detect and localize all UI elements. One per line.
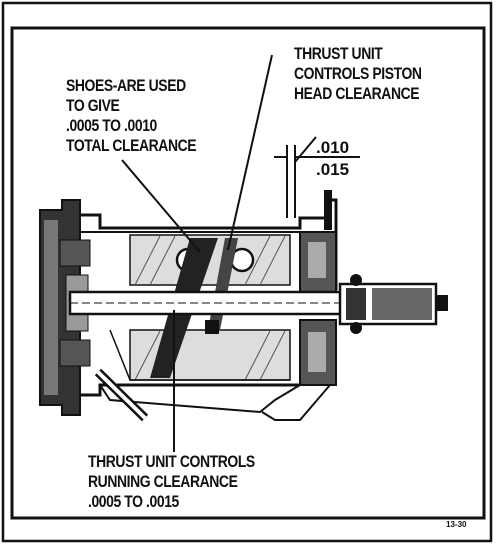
clearance-dimension-markers bbox=[274, 136, 360, 218]
leader-lines bbox=[121, 54, 273, 452]
shoes-clearance-label: SHOES-ARE USED TO GIVE .0005 TO .0010 TO… bbox=[66, 76, 197, 156]
shoes-label-line-1: SHOES-ARE USED bbox=[66, 76, 186, 95]
piston-label-line-2: CONTROLS PISTON bbox=[294, 64, 422, 83]
running-clearance-label: THRUST UNIT CONTROLS RUNNING CLEARANCE .… bbox=[88, 452, 255, 512]
piston-label-line-1: THRUST UNIT bbox=[294, 44, 383, 63]
inner-frame bbox=[10, 26, 486, 520]
running-label-line-3: .0005 TO .0015 bbox=[88, 492, 179, 511]
dimension-lower-value: .015 bbox=[316, 160, 350, 179]
shoes-label-line-2: TO GIVE bbox=[66, 96, 120, 115]
pump-assembly bbox=[39, 190, 448, 422]
piston-label-line-3: HEAD CLEARANCE bbox=[294, 84, 420, 103]
running-label-line-1: THRUST UNIT CONTROLS bbox=[88, 452, 255, 471]
running-label-line-2: RUNNING CLEARANCE bbox=[88, 472, 238, 491]
shoes-label-line-4: TOTAL CLEARANCE bbox=[66, 136, 197, 155]
shoes-label-line-3: .0005 TO .0010 bbox=[66, 116, 157, 135]
piston-head-clearance-label: THRUST UNIT CONTROLS PISTON HEAD CLEARAN… bbox=[294, 44, 422, 104]
dimension-upper-value: .010 bbox=[316, 138, 350, 157]
figure-number: 13-30 bbox=[446, 520, 467, 529]
